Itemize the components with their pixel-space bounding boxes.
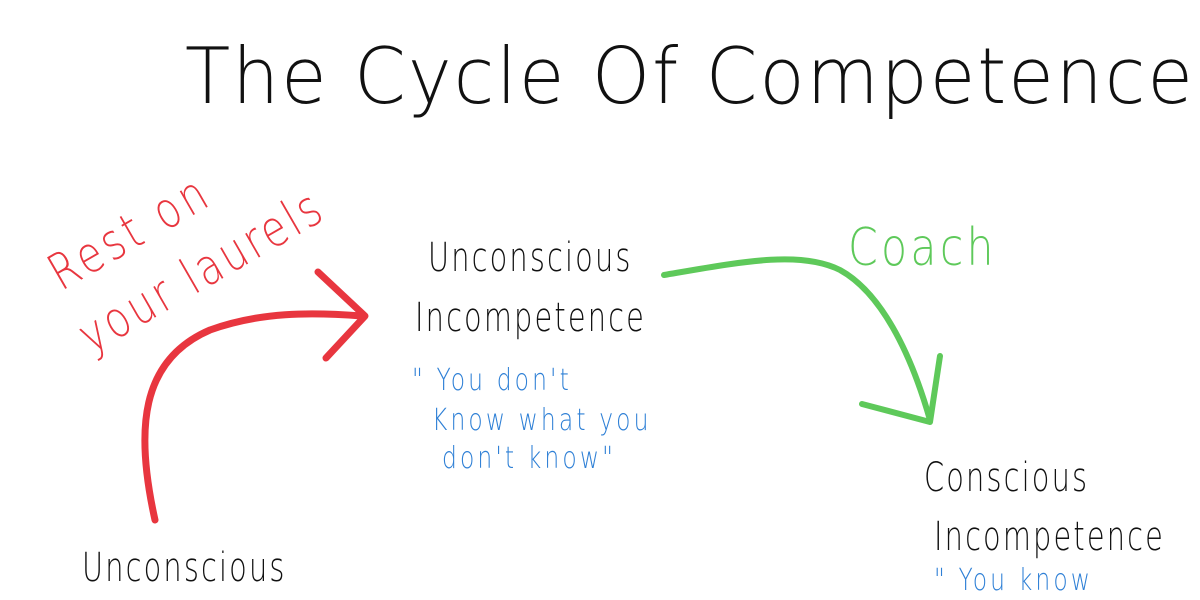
stage-unconscious-incompetence-quote-line1: " You don't (412, 363, 572, 398)
green-arrow-shaft (661, 256, 933, 423)
green-arrow-head (859, 353, 943, 425)
stage-conscious-incompetence-line1: Conscious (924, 455, 1090, 501)
stage-unconscious-incompetence-line2: Incompetence (415, 295, 646, 341)
red-arrow-shaft (141, 310, 366, 524)
red-arrow-head (314, 268, 369, 362)
red-arrow (141, 268, 369, 524)
diagram-title: The Cycle Of Competence (185, 31, 1195, 123)
stage-conscious-incompetence-line2: Incompetence (934, 514, 1165, 560)
stage-conscious-incompetence-quote-line1: " You know (934, 563, 1094, 598)
stage-unconscious-incompetence-quote-line3: don't know" (442, 441, 616, 476)
green-arrow (661, 256, 943, 425)
transition-coach-label: Coach (848, 218, 997, 278)
stage-unconscious-incompetence-quote-line2: Know what you (432, 403, 652, 438)
stage-unconscious-incompetence-line1: Unconscious (428, 235, 633, 281)
stage-unconscious-competence-line1: Unconscious (82, 545, 287, 591)
